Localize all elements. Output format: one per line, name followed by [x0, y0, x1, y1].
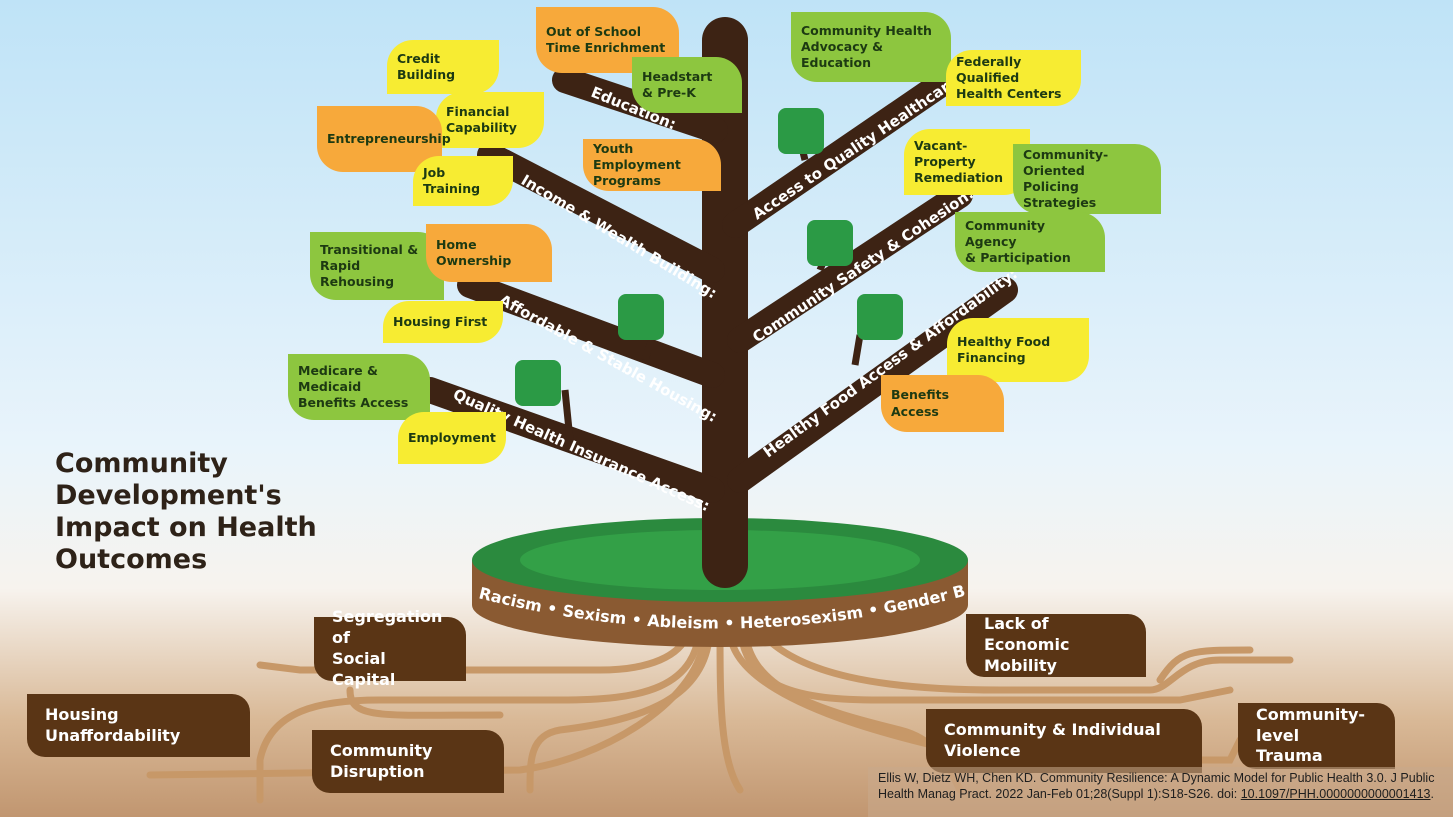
- leaf-benefits-access: Benefits Access: [881, 375, 1004, 432]
- leaf-fqhc: Federally Qualified Health Centers: [946, 50, 1081, 106]
- root-economic-mobility: Lack of Economic Mobility: [966, 614, 1146, 677]
- citation-end: .: [1430, 787, 1434, 801]
- leaf-employment: Employment: [398, 412, 506, 464]
- leaf-housing-first: Housing First: [383, 301, 503, 343]
- leaf-community-agency: Community Agency & Participation: [955, 212, 1105, 272]
- leaf-home-ownership: Home Ownership: [426, 224, 552, 282]
- citation-doi-link[interactable]: 10.1097/PHH.0000000000001413: [1240, 787, 1431, 801]
- leaf-out-of-school: Out of School Time Enrichment: [536, 7, 679, 73]
- citation-text: Ellis W, Dietz WH, Chen KD. Community Re…: [878, 771, 1435, 801]
- leaf-entrepreneurship: Entrepreneurship: [317, 106, 451, 172]
- leaf-vacant-property: Vacant-Property Remediation: [904, 129, 1030, 195]
- leaf-medicare-medicaid: Medicare & Medicaid Benefits Access: [288, 354, 430, 420]
- leaf-transitional-rehousing: Transitional & Rapid Rehousing: [310, 232, 444, 300]
- small-trees: [515, 108, 903, 441]
- leaf-headstart: Headstart & Pre-K: [632, 57, 742, 113]
- root-community-violence: Community & Individual Violence: [926, 709, 1202, 773]
- root-community-trauma: Community-level Trauma: [1238, 703, 1395, 769]
- leaf-community-health-advocacy: Community Health Advocacy & Education: [791, 12, 951, 82]
- root-housing-unaffordability: Housing Unaffordability: [27, 694, 250, 757]
- leaf-financial-capability: Financial Capability: [436, 92, 544, 148]
- tree-trunk: [417, 17, 1018, 588]
- leaf-community-policing: Community-Oriented Policing Strategies: [1013, 144, 1161, 214]
- page-title: Community Development's Impact on Health…: [55, 448, 317, 575]
- root-community-disruption: Community Disruption: [312, 730, 504, 793]
- leaf-job-training: Job Training: [413, 156, 513, 206]
- leaf-healthy-food-financing: Healthy Food Financing: [947, 318, 1089, 382]
- root-segregation: Segregation of Social Capital: [314, 607, 466, 689]
- leaf-credit-building: Credit Building: [387, 40, 499, 94]
- citation: Ellis W, Dietz WH, Chen KD. Community Re…: [868, 767, 1453, 817]
- leaf-youth-employment: Youth Employment Programs: [583, 139, 721, 191]
